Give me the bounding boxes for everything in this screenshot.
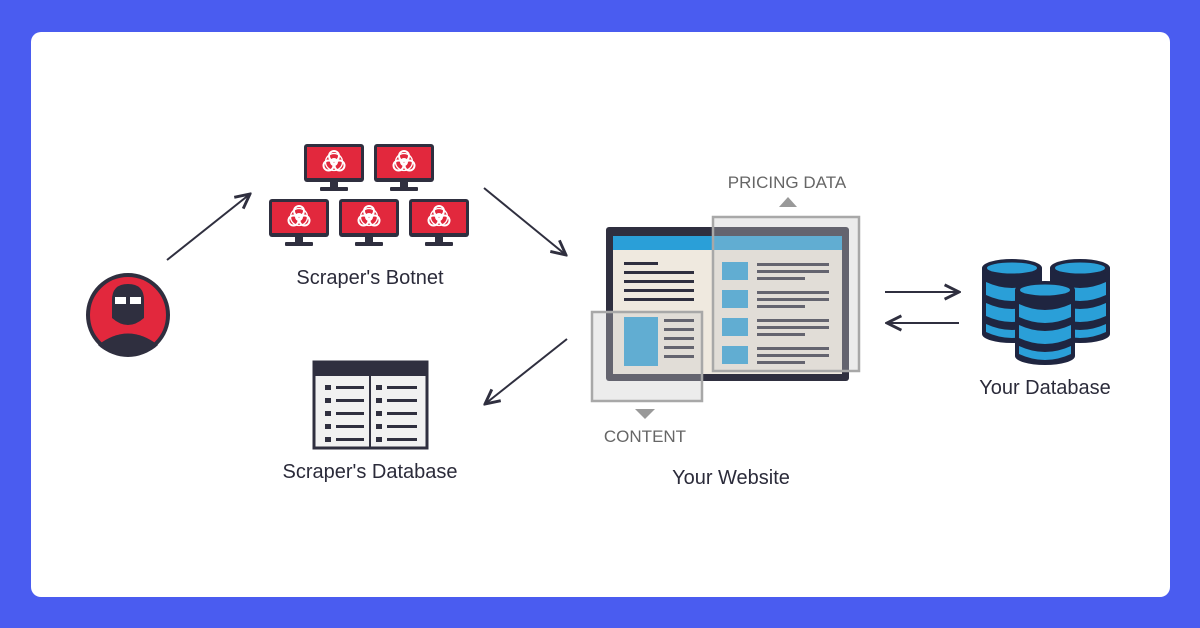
diagram-card xyxy=(31,32,1170,597)
scraper-database-label: Scraper's Database xyxy=(282,461,457,483)
arrow-website-to-scraper-db xyxy=(485,338,568,404)
your-database-label: Your Database xyxy=(979,377,1111,399)
arrow-botnet-to-website xyxy=(483,187,566,255)
biohazard-monitor-icon xyxy=(268,143,470,247)
your-website-label: Your Website xyxy=(672,467,790,489)
content-highlight xyxy=(590,310,704,419)
pricing-data-label: PRICING DATA xyxy=(728,173,847,192)
arrow-hacker-to-botnet xyxy=(166,194,250,261)
content-label: CONTENT xyxy=(604,427,686,446)
pricing-data-highlight xyxy=(711,197,861,373)
browser-window-icon xyxy=(606,227,849,381)
hacker-avatar-icon xyxy=(86,273,170,357)
database-cylinders-icon xyxy=(982,259,1110,365)
botnet-label: Scraper's Botnet xyxy=(296,267,444,289)
table-database-icon xyxy=(312,360,429,450)
